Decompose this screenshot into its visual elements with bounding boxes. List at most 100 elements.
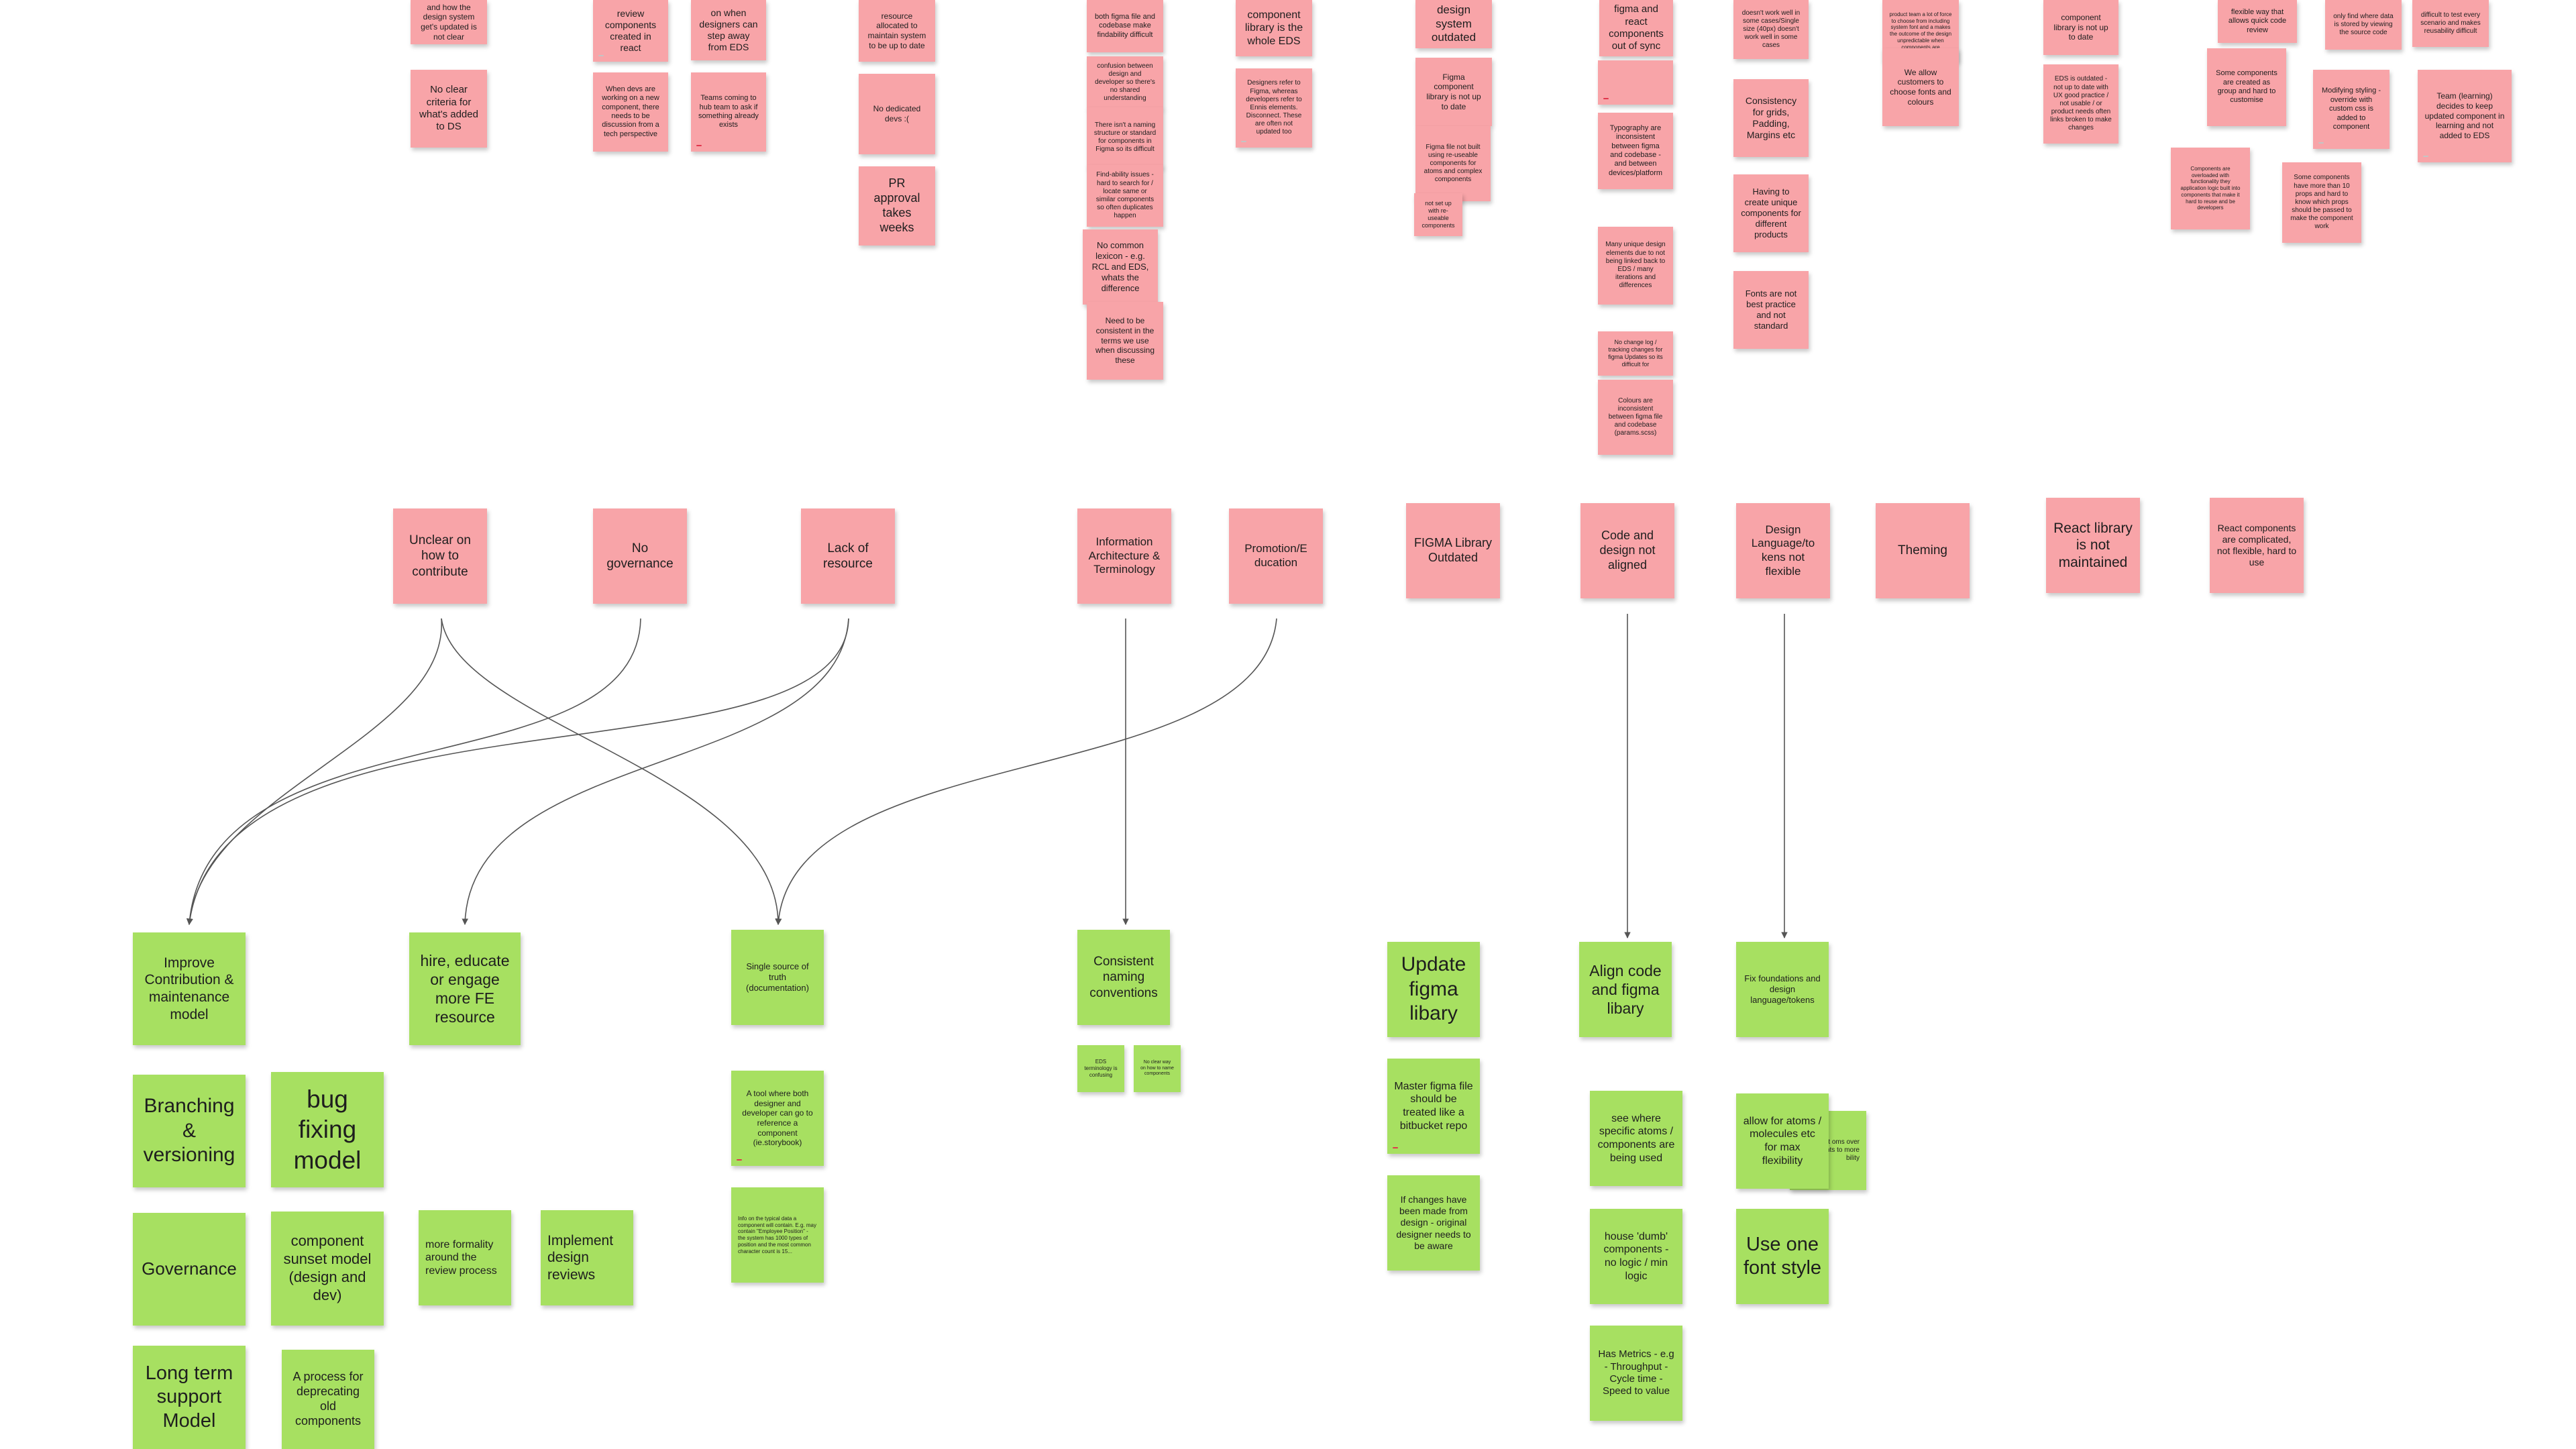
sticky-note[interactable]: doesn't work well in some cases/Single s… [1733,0,1809,59]
note-text: No common lexicon - e.g. RCL and EDS, wh… [1091,240,1149,293]
sticky-note[interactable]: Modifying styling - override with custom… [2313,70,2390,149]
connector-contribute-to-improve[interactable] [186,618,442,925]
theme-note[interactable]: Unclear on how to contribute [393,508,487,604]
theme-note[interactable]: React library is not maintained [2046,498,2140,593]
sticky-note[interactable]: resource allocated to maintain system to… [859,0,935,62]
sticky-note[interactable]: Colours are inconsistent between figma f… [1598,380,1673,455]
sticky-note[interactable]: Find-ability issues - hard to search for… [1087,165,1163,227]
note-text: both figma file and codebase make findab… [1095,12,1155,39]
sticky-note[interactable] [1598,60,1673,105]
sticky-note[interactable]: Figma component library is not up to dat… [1415,58,1492,126]
solution-note[interactable]: bug fixing model [271,1072,384,1187]
sticky-note[interactable]: Need to be consistent in the terms we us… [1087,302,1163,380]
connector-contribute-to-sst[interactable] [441,618,782,925]
sticky-note[interactable]: Some components are created as group and… [2207,48,2286,126]
sticky-note[interactable]: There isn't a naming structure or standa… [1087,107,1163,168]
sticky-note[interactable]: component library is not up to date [2043,0,2118,55]
connector-resource-to-hire[interactable] [462,618,849,925]
note-text: Consistency for grids, Padding, Margins … [1745,95,1797,141]
theme-note[interactable]: Lack of resource [801,508,895,604]
connector-governance-to-improve[interactable] [186,618,641,925]
note-text: No clear criteria for what's added to DS [419,84,478,133]
sticky-note[interactable]: only find where data is stored by viewin… [2325,0,2402,50]
connector-promotion-to-sst[interactable] [775,618,1277,925]
note-text: We allow customers to choose fonts and c… [1890,67,1951,107]
solution-note[interactable]: A process for deprecating old components [282,1350,374,1449]
sticky-note[interactable]: Teams coming to hub team to ask if somet… [691,72,766,152]
solution-note[interactable]: Governance [133,1213,246,1326]
theme-note[interactable]: Information Architecture & Terminology [1077,508,1171,604]
sticky-note[interactable]: Typography are inconsistent between figm… [1598,113,1673,189]
solution-note[interactable]: No clear way on how to name components [1134,1045,1181,1092]
sticky-note[interactable]: component library is the whole EDS [1236,0,1312,56]
sticky-note[interactable]: on when designers can step away from EDS [691,0,766,60]
sticky-note[interactable]: difficult to test every scenario and mak… [2412,0,2489,47]
solution-note[interactable]: EDS terminology is confusing [1077,1045,1124,1092]
sticky-note[interactable]: No clear criteria for what's added to DS [411,70,487,148]
note-text: Theming [1898,543,1947,558]
sticky-note[interactable]: Team (learning) decides to keep updated … [2418,70,2512,162]
sticky-note[interactable]: PR approval takes weeks [859,166,935,246]
sticky-note[interactable]: We allow customers to choose fonts and c… [1882,48,1959,126]
sticky-note[interactable]: Fonts are not best practice and not stan… [1733,271,1809,349]
solution-note[interactable]: component sunset model (design and dev) [271,1212,384,1326]
sticky-note[interactable]: Designers refer to Figma, whereas develo… [1236,68,1312,148]
sticky-note[interactable]: When devs are working on a new component… [593,72,668,152]
note-text: There isn't a naming structure or standa… [1093,121,1157,154]
sticky-note[interactable]: Figma file not built using re-useable co… [1415,126,1491,201]
sticky-note[interactable]: Some components have more than 10 props … [2282,162,2361,243]
theme-note[interactable]: React components are complicated, not fl… [2210,498,2304,593]
solution-note[interactable]: Use one font style [1736,1209,1829,1304]
solution-note[interactable]: Update figma libary [1387,942,1480,1037]
solution-note[interactable]: Master figma file should be treated like… [1387,1059,1480,1154]
sticky-note[interactable]: flexible way that allows quick code revi… [2218,0,2297,43]
note-text: Typography are inconsistent between figm… [1608,123,1663,177]
sticky-note[interactable]: Consistency for grids, Padding, Margins … [1733,79,1809,157]
solution-note[interactable]: Info on the typical data a component wil… [731,1187,824,1283]
note-text: only find where data is stored by viewin… [2333,12,2394,37]
solution-note[interactable]: Implement design reviews [541,1210,633,1305]
sticky-note[interactable]: design system outdated [1415,0,1492,48]
sticky-note[interactable]: figma and react components out of sync [1599,0,1673,56]
theme-note[interactable]: FIGMA Library Outdated [1406,503,1500,598]
sticky-note[interactable]: not set up with re-useable components [1414,193,1462,236]
solution-note[interactable]: hire, educate or engage more FE resource [409,932,521,1045]
theme-note[interactable]: Code and design not aligned [1580,503,1674,598]
sticky-note[interactable]: Many unique design elements due to not b… [1598,227,1673,305]
sticky-note[interactable]: No dedicated devs :( [859,74,935,154]
note-text: Figma file not built using re-useable co… [1424,143,1483,184]
solution-note[interactable]: If changes have been made from design - … [1387,1175,1480,1271]
sticky-note[interactable]: No common lexicon - e.g. RCL and EDS, wh… [1083,229,1158,305]
sticky-note[interactable]: Having to create unique components for d… [1733,174,1809,252]
solution-note[interactable]: Long term support Model [133,1346,246,1449]
sticky-note[interactable]: and how the design system get's updated … [411,0,487,44]
sticky-note[interactable]: both figma file and codebase make findab… [1087,0,1163,52]
theme-note[interactable]: Design Language/to kens not flexible [1736,503,1830,598]
solution-note[interactable]: see where specific atoms / components ar… [1590,1091,1682,1186]
solution-note[interactable]: Align code and figma libary [1579,942,1672,1037]
solution-note[interactable]: Single source of truth (documentation) [731,930,824,1025]
note-text: house 'dumb' components - no logic / min… [1603,1230,1669,1282]
solution-note[interactable]: allow for atoms / molecules etc for max … [1736,1093,1829,1189]
sticky-note[interactable]: review components created in react [593,0,668,62]
sticky-note[interactable]: confusion between design and developer s… [1087,56,1163,109]
sticky-note[interactable]: Components are overloaded with functiona… [2171,148,2250,229]
note-text: Some components have more than 10 props … [2290,174,2353,231]
note-text: A tool where both designer and developer… [742,1089,813,1148]
sticky-note[interactable]: No change log / tracking changes for fig… [1598,331,1673,376]
theme-note[interactable]: Theming [1876,503,1970,598]
theme-note[interactable]: Promotion/E ducation [1229,508,1323,604]
connector-resource-to-improve[interactable] [186,618,849,925]
solution-note[interactable]: more formality around the review process [419,1210,511,1305]
sticky-note[interactable]: EDS is outdated - not up to date with UX… [2043,64,2118,144]
solution-note[interactable]: house 'dumb' components - no logic / min… [1590,1209,1682,1304]
solution-note[interactable]: A tool where both designer and developer… [731,1071,824,1166]
note-text: Single source of truth (documentation) [746,961,809,993]
solution-note[interactable]: Fix foundations and design language/toke… [1736,942,1829,1037]
theme-note[interactable]: No governance [593,508,687,604]
solution-note[interactable]: Has Metrics - e.g - Throughput - Cycle t… [1590,1326,1682,1421]
solution-note[interactable]: Branching & versioning [133,1075,246,1187]
solution-note[interactable]: Consistent naming conventions [1077,930,1170,1025]
solution-note[interactable]: Improve Contribution & maintenance model [133,932,246,1045]
